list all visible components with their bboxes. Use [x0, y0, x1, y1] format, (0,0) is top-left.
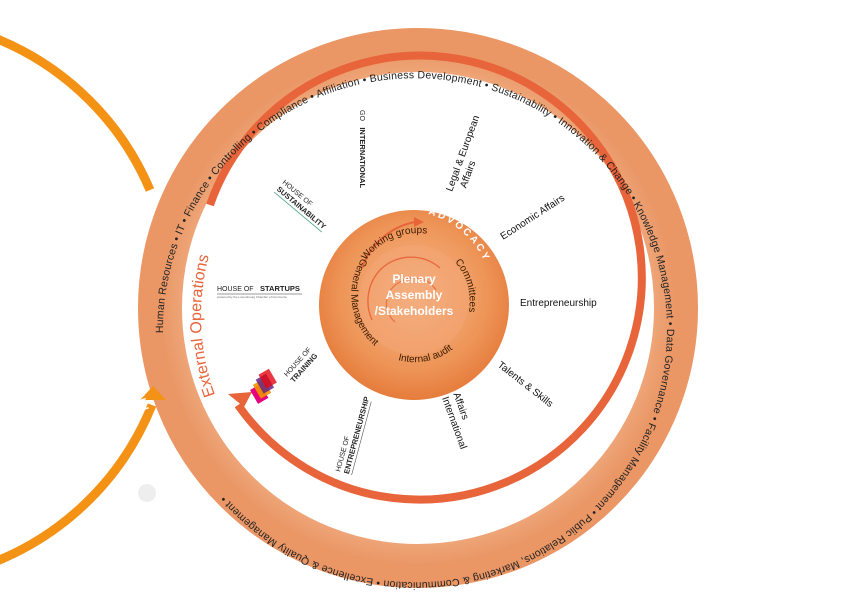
outer-arrow-head	[140, 386, 166, 400]
startups-prefix: HOUSE OF	[217, 286, 254, 293]
house-startups-logo: HOUSE OF STARTUPS powered by the Luxembo…	[217, 278, 302, 299]
training-block-4	[258, 368, 277, 389]
inner-arrow-ring	[206, 51, 646, 504]
center-inner-glow	[359, 245, 469, 355]
core-line-plenary: Plenary	[392, 272, 436, 286]
startups-tagline: powered by the Luxembourg Chamber of Com…	[217, 295, 287, 299]
go-international-prefix: GO	[358, 110, 365, 121]
startups-name: STARTUPS	[260, 284, 300, 293]
core-line-assembly: Assembly	[386, 288, 443, 302]
house-go-international: GO INTERNATIONAL	[356, 110, 373, 188]
center-swirl-inner	[367, 256, 441, 321]
center-swirl-core	[385, 277, 437, 323]
center-swirl-outer-head	[414, 217, 424, 227]
sustainability-underline	[274, 191, 323, 233]
core-line-stakeholders: /Stakeholders	[375, 304, 454, 318]
entrepreneurship-underline	[351, 401, 372, 476]
startups-title: HOUSE OF STARTUPS	[217, 278, 300, 295]
inner-arrow-head	[228, 392, 252, 407]
outer-ring-band	[138, 28, 698, 588]
go-international-name: INTERNATIONAL	[358, 127, 367, 188]
training-color-blocks	[250, 368, 277, 404]
spoke-entrepreneurship: Entrepreneurship	[520, 298, 597, 309]
center-swirl-outer	[361, 221, 416, 269]
decorative-dot	[138, 484, 156, 502]
